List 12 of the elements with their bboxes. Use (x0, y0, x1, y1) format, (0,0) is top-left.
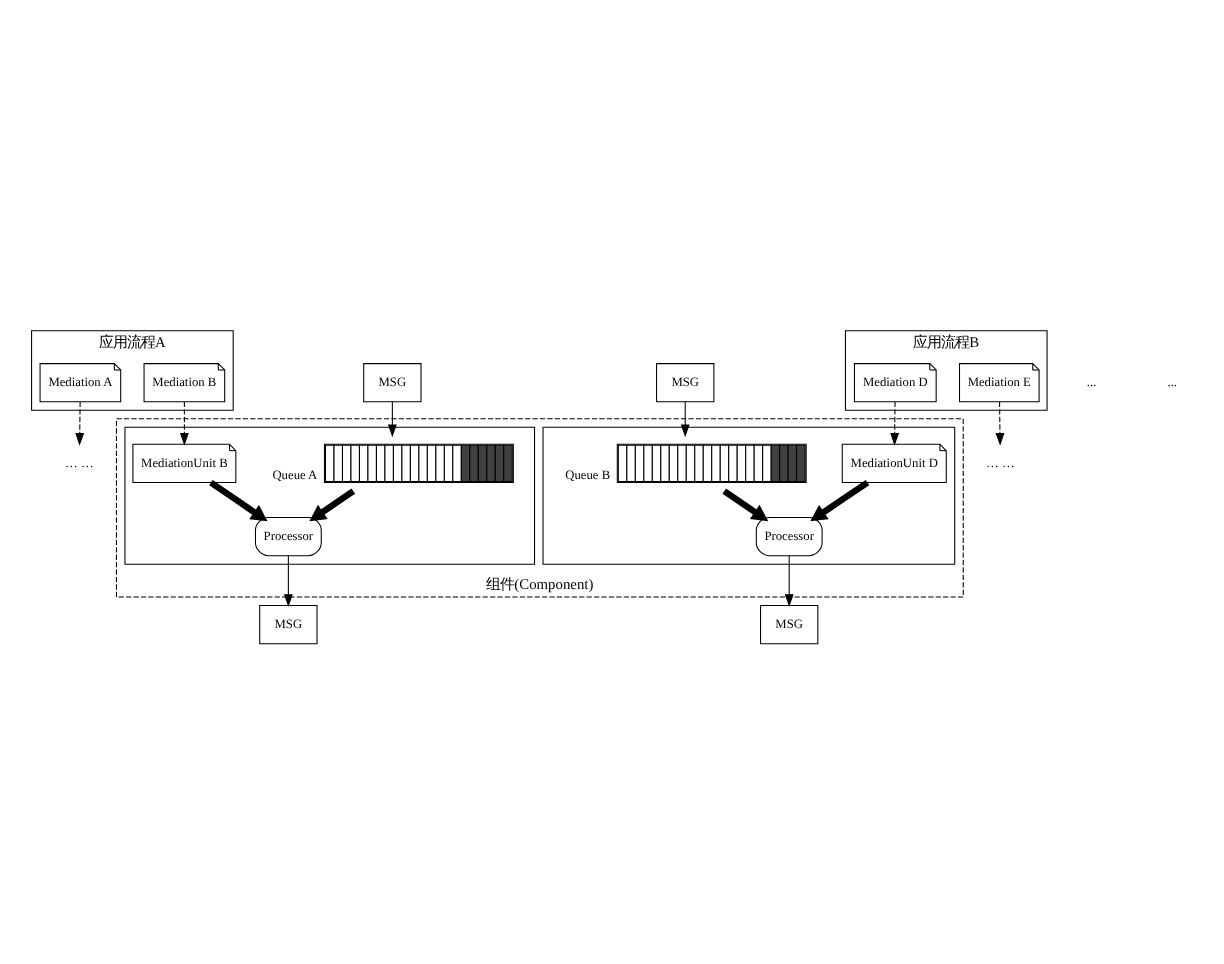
arrow (283, 554, 293, 606)
arrow (722, 487, 769, 521)
arrow (75, 400, 85, 445)
arrow (890, 400, 900, 445)
arrow (810, 478, 870, 521)
arrow (309, 487, 356, 521)
arrow (179, 400, 189, 445)
arrow (680, 400, 690, 437)
arrow (209, 478, 268, 521)
arrow (995, 400, 1005, 445)
arrow (387, 400, 397, 437)
arrow (784, 554, 794, 606)
